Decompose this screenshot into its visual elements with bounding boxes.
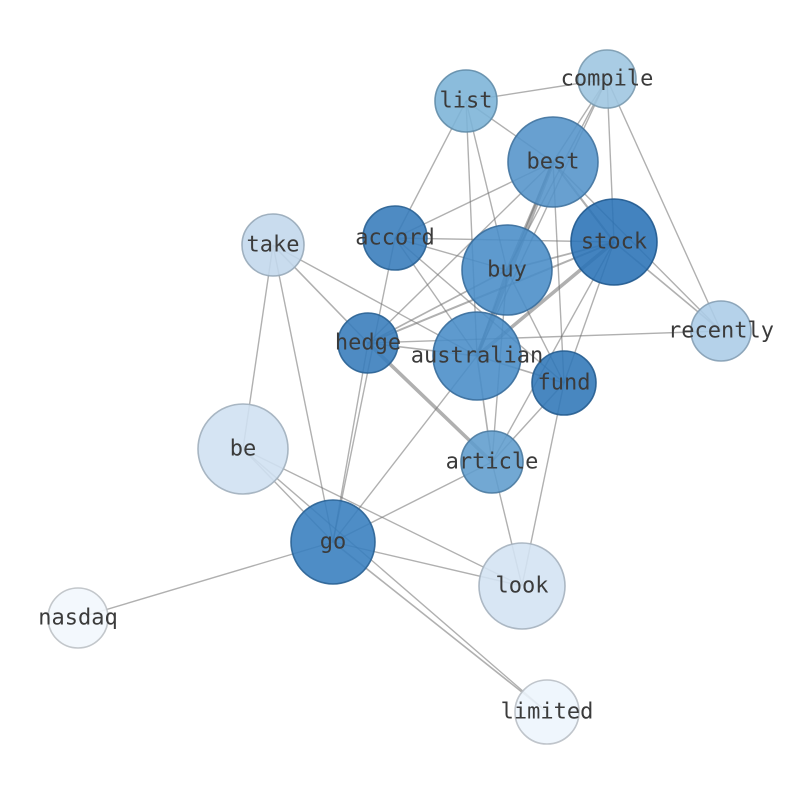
graph-node-best (507, 116, 599, 208)
graph-edge-be-limited (242, 448, 548, 713)
graph-node-australian (432, 311, 522, 401)
graph-node-nasdaq (47, 587, 109, 649)
graph-node-be (197, 403, 289, 495)
graph-node-hedge (337, 312, 399, 374)
graph-node-accord (362, 205, 428, 271)
graph-node-take (241, 213, 305, 277)
graph-edge-take-go (272, 244, 334, 543)
graph-edge-accord-go (332, 237, 396, 543)
graph-node-fund (531, 350, 597, 416)
graph-nodes-layer (47, 49, 752, 745)
graph-node-limited (514, 679, 580, 745)
graph-node-compile (577, 49, 637, 109)
graph-node-stock (570, 198, 658, 286)
graph-edge-accord-fund (394, 237, 565, 384)
graph-edge-hedge-recently (367, 330, 722, 344)
graph-node-list (434, 69, 498, 133)
graph-node-article (460, 430, 524, 494)
graph-node-recently (690, 300, 752, 362)
graph-edge-go-limited (332, 541, 548, 713)
graph-node-go (290, 499, 376, 585)
graph-edge-compile-recently (606, 78, 722, 332)
graph-edge-go-nasdaq (77, 541, 334, 619)
graph-edges-layer (77, 78, 722, 713)
graph-node-look (478, 542, 566, 630)
graph-node-buy (461, 224, 553, 316)
